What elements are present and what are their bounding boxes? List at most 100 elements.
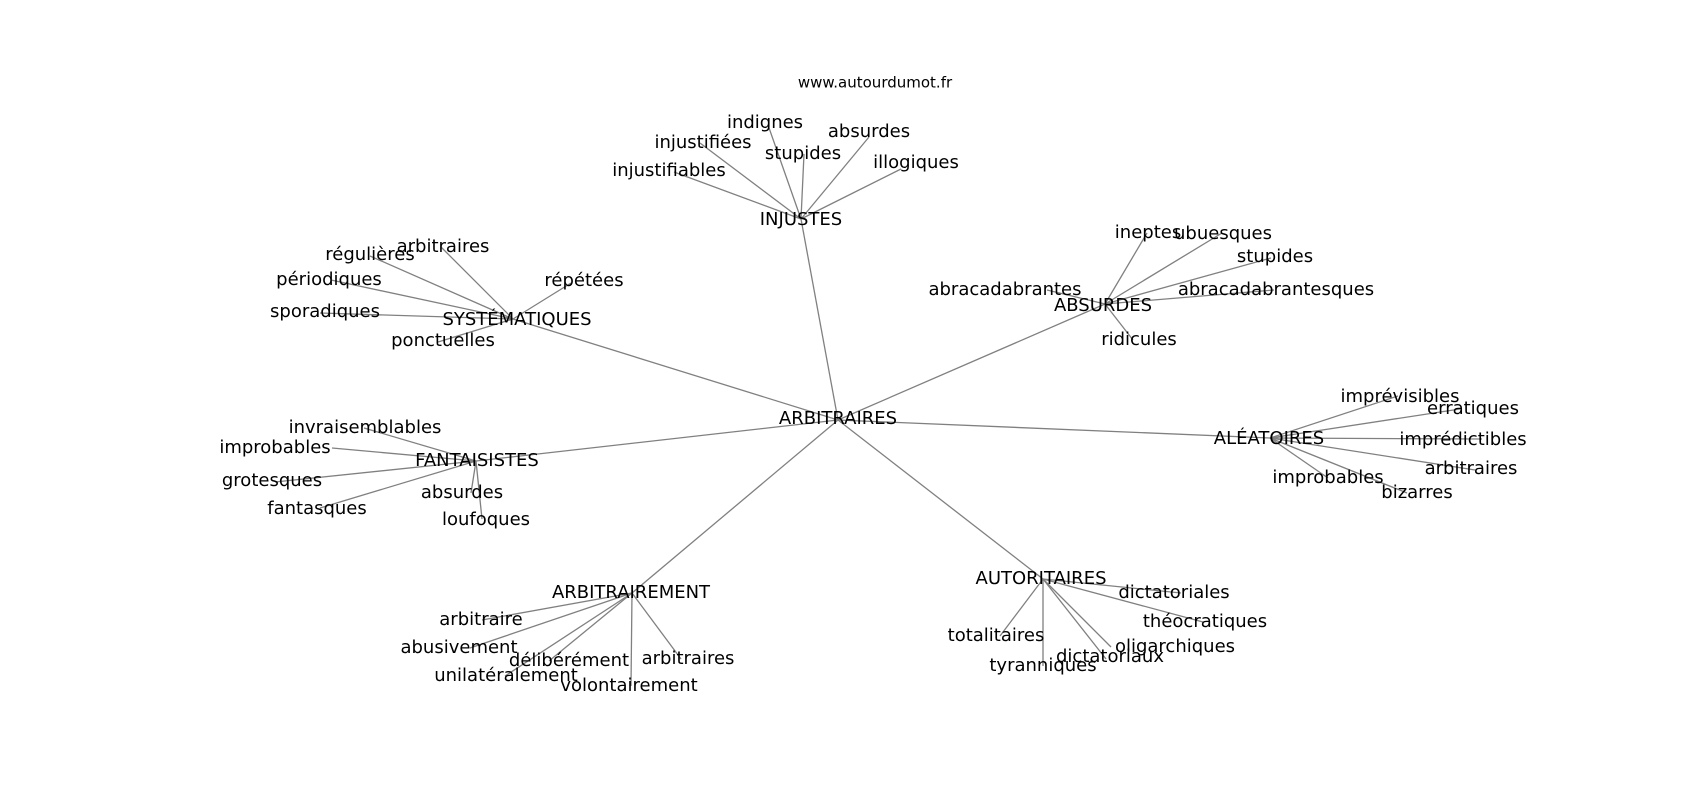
leaf-node-label: stupides <box>765 143 841 164</box>
leaf-node-label: improbables <box>1272 467 1383 488</box>
leaf-node-label: grotesques <box>222 470 322 491</box>
leaf-node-label: ridicules <box>1101 329 1177 350</box>
edge-hub-to-leaf <box>330 279 514 320</box>
leaf-node-label: injustifiables <box>612 160 726 181</box>
edge-hub-to-leaf <box>673 171 802 220</box>
edge-hub-to-leaf <box>1269 408 1461 439</box>
hub-node-label: ABSURDES <box>1054 295 1152 316</box>
hub-node-label: FANTAISISTES <box>415 450 539 471</box>
leaf-node-label: tyranniques <box>989 655 1096 676</box>
edge-hub-to-leaf <box>767 124 802 220</box>
leaf-node-label: invraisemblables <box>289 417 442 438</box>
edge-hub-to-leaf <box>1269 437 1483 440</box>
leaf-node-label: abracadabrantes <box>928 279 1081 300</box>
edge-hub-to-leaf <box>1269 437 1408 494</box>
leaf-node-label: arbitraire <box>439 609 522 630</box>
leaf-node-label: délibérément <box>509 650 629 671</box>
leaf-node-label: indignes <box>727 112 803 133</box>
edge-hub-to-leaf <box>800 136 870 220</box>
edge-hub-to-leaf <box>800 168 902 220</box>
edges-layer <box>274 124 1483 687</box>
leaf-node-label: erratiques <box>1427 398 1519 419</box>
edge-hub-to-leaf <box>800 153 805 220</box>
edge-hub-to-leaf <box>1042 578 1107 660</box>
edge-hub-to-leaf <box>1042 578 1182 594</box>
leaf-node-label: régulières <box>325 244 414 265</box>
edge-hub-to-leaf <box>1104 232 1223 305</box>
edge-hub-to-leaf <box>699 142 802 220</box>
leaf-node-label: imprédictibles <box>1399 429 1526 450</box>
edge-hub-to-leaf <box>437 318 514 343</box>
edge-hub-to-leaf <box>475 460 483 520</box>
edge-hub-to-leaf <box>1104 303 1134 341</box>
edge-hub-to-leaf <box>440 246 514 320</box>
leaf-node-label: arbitraires <box>397 236 490 257</box>
edge-hub-to-leaf <box>470 460 477 494</box>
leaf-node-label: illogiques <box>873 152 959 173</box>
edge-hub-to-leaf <box>1042 578 1204 623</box>
edge-hub-to-leaf <box>1269 437 1329 479</box>
leaf-node-label: unilatéralement <box>434 665 578 686</box>
leaf-node-label: totalitaires <box>948 625 1045 646</box>
leaf-node-label: sporadiques <box>270 301 380 322</box>
leaf-node-label: arbitraires <box>642 648 735 669</box>
edge-hub-to-leaf <box>1042 578 1112 648</box>
edge-hub-to-leaf <box>631 592 682 660</box>
edge-hub-to-leaf <box>469 592 633 649</box>
leaf-node-label: ponctuelles <box>391 330 495 351</box>
edge-hub-to-leaf <box>319 312 514 320</box>
edge-hub-to-leaf <box>331 447 477 462</box>
edge-hub-to-leaf <box>630 592 633 687</box>
edge-hub-to-leaf <box>481 592 633 621</box>
edge-root-to-hub <box>512 318 839 421</box>
leaf-node-label: dictatoriaux <box>1056 646 1164 667</box>
leaf-node-label: bizarres <box>1381 482 1452 503</box>
edge-root-to-hub <box>631 419 839 594</box>
leaf-node-label: absurdes <box>828 121 910 142</box>
leaf-node-label: loufoques <box>442 509 530 530</box>
source-label: www.autourdumot.fr <box>798 74 953 92</box>
edge-hub-to-leaf <box>363 427 477 462</box>
leaf-node-label: fantasques <box>267 498 367 519</box>
leaf-node-label: périodiques <box>276 269 382 290</box>
leaf-node-label: dictatoriales <box>1118 582 1229 603</box>
edge-hub-to-leaf <box>1104 289 1275 305</box>
leaf-node-label: répétées <box>544 270 623 291</box>
edge-hub-to-leaf <box>512 282 572 320</box>
hub-node-label: ARBITRAIREMENT <box>552 582 711 603</box>
leaf-node-label: improbables <box>219 437 330 458</box>
hub-node-label: SYSTÉMATIQUES <box>442 308 591 330</box>
edge-hub-to-leaf <box>1104 232 1148 305</box>
edge-hub-to-leaf <box>1046 289 1106 305</box>
labels-layer: www.autourdumot.fr ARBITRAIRES INJUSTES in… <box>219 74 1526 697</box>
hub-node-label: INJUSTES <box>760 209 842 230</box>
edge-hub-to-leaf <box>548 592 633 662</box>
leaf-node-label: arbitraires <box>1425 458 1518 479</box>
edge-hub-to-leaf <box>504 592 633 677</box>
edge-root-to-hub <box>475 419 839 462</box>
leaf-node-label: injustifiées <box>654 132 751 153</box>
hub-node-label: ALÉATOIRES <box>1214 427 1324 449</box>
leaf-node-label: abusivement <box>400 637 517 658</box>
edge-hub-to-leaf <box>1104 257 1272 305</box>
leaf-node-label: imprévisibles <box>1341 386 1460 407</box>
leaf-node-label: ubuesques <box>1174 223 1272 244</box>
leaf-node-label: ineptes <box>1115 222 1181 243</box>
edge-root-to-hub <box>837 419 1271 439</box>
edge-hub-to-leaf <box>274 460 477 483</box>
edge-hub-to-leaf <box>319 460 477 509</box>
leaf-node-label: volontairement <box>560 675 697 696</box>
leaf-node-label: absurdes <box>421 482 503 503</box>
edge-root-to-hub <box>837 419 1044 580</box>
leaf-node-label: abracadabrantesques <box>1178 279 1374 300</box>
edge-hub-to-leaf <box>1269 395 1399 439</box>
edge-root-to-hub <box>837 303 1106 421</box>
hub-node-label: AUTORITAIRES <box>976 568 1107 589</box>
leaf-node-label: oligarchiques <box>1115 636 1235 657</box>
edge-hub-to-leaf <box>1269 437 1476 471</box>
leaf-node-label: théocratiques <box>1143 611 1267 632</box>
root-node-label: ARBITRAIRES <box>779 408 897 429</box>
leaf-node-label: stupides <box>1237 246 1313 267</box>
edge-hub-to-leaf <box>369 255 514 320</box>
